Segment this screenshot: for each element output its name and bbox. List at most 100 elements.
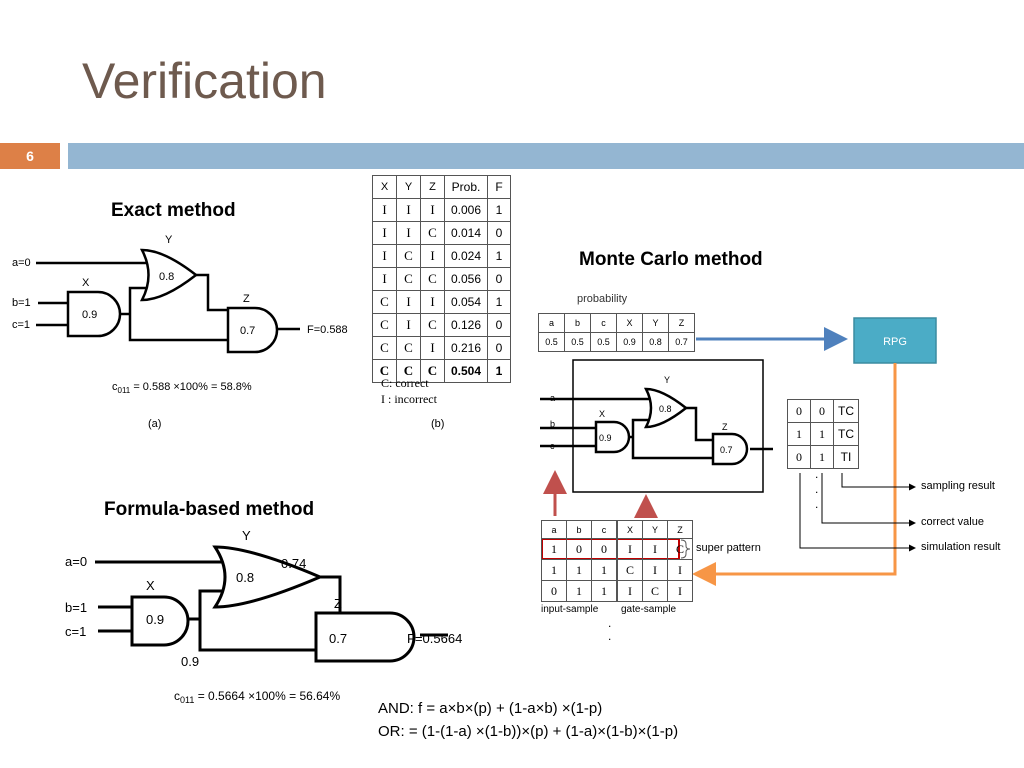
exact-wires — [36, 261, 300, 342]
exact-gate-x-name: X — [82, 277, 90, 289]
rpg-label: RPG — [883, 336, 907, 348]
mc-input-a: a — [550, 393, 555, 403]
mc-gate-x — [594, 420, 631, 454]
formula-y-output-value: 0.74 — [281, 556, 306, 571]
mc-gate-y — [643, 387, 689, 429]
exact-c011-label: c011 = 0.588 ×100% = 58.8% — [112, 381, 252, 395]
correct-value-line — [821, 473, 916, 527]
mc-gate-y-name: Y — [664, 375, 670, 385]
formula-input-a: a=0 — [65, 554, 87, 569]
formula-method-heading: Formula-based method — [104, 499, 315, 520]
mc-input-b: b — [550, 419, 555, 429]
rpg-box — [853, 317, 937, 364]
formula-gate-y-name: Y — [242, 528, 251, 543]
exact-input-c: c=1 — [12, 319, 30, 331]
header-bar — [68, 143, 1024, 169]
mc-gate-z — [711, 432, 749, 466]
ellipsis-dot: . — [608, 616, 611, 630]
input-sample-label: input-sample — [541, 604, 599, 615]
exact-input-a: a=0 — [12, 257, 31, 269]
mc-gate-x-prob: 0.9 — [599, 433, 612, 443]
exact-gate-z-name: Z — [243, 293, 250, 305]
orange-arrow — [692, 363, 897, 586]
legend-correct: C: correct — [381, 376, 429, 390]
sampling-result-line — [841, 473, 916, 491]
and-formula: AND: f = a×b×(p) + (1-a×b) ×(1-p) — [378, 700, 603, 717]
truth-table-header: X Y Z Prob. F — [372, 175, 511, 199]
exact-gate-z — [226, 306, 279, 354]
mc-wires — [540, 397, 773, 460]
super-pattern-label: super pattern — [696, 542, 761, 554]
legend-incorrect: I : incorrect — [381, 392, 437, 406]
formula-output: F=0.5664 — [407, 631, 462, 646]
exact-gate-y-name: Y — [165, 234, 173, 246]
formula-input-b: b=1 — [65, 600, 87, 615]
caption-b: (b) — [431, 418, 445, 430]
exact-gate-x-prob: 0.9 — [82, 309, 97, 321]
th-z: Z — [420, 175, 445, 199]
exact-gate-y — [139, 248, 199, 302]
formula-gate-y-prob: 0.8 — [236, 570, 254, 585]
formula-gate-y — [212, 545, 324, 609]
formula-gate-z-name: Z — [334, 596, 342, 611]
formula-input-c: c=1 — [65, 624, 86, 639]
th-y: Y — [396, 175, 421, 199]
mc-gate-x-name: X — [599, 409, 605, 419]
monte-carlo-heading: Monte Carlo method — [579, 249, 763, 270]
correct-value-label: correct value — [921, 516, 984, 528]
formula-x-output-value: 0.9 — [181, 654, 199, 669]
exact-input-b: b=1 — [12, 297, 31, 309]
simulation-result-line — [799, 473, 916, 552]
formula-circuit-diagram: a=0 b=1 c=1 X 0.9 Y 0.8 0.74 Z 0.7 0.9 F… — [65, 528, 462, 705]
formula-gate-z — [314, 611, 416, 663]
exact-output: F=0.588 — [307, 324, 348, 336]
exact-method-heading: Exact method — [111, 200, 236, 221]
formula-gate-x-name: X — [146, 578, 155, 593]
simulation-result-label: simulation result — [921, 541, 1001, 553]
exact-gate-y-prob: 0.8 — [159, 271, 174, 283]
sampling-result-label: sampling result — [921, 480, 995, 492]
formula-c011-label: c011 = 0.5664 ×100% = 56.64% — [174, 689, 340, 705]
exact-circuit-diagram: a=0 b=1 c=1 X 0.9 Y 0.8 Z 0.7 F=0.588 c0… — [12, 234, 348, 430]
ellipsis-dot: . — [815, 467, 818, 481]
mc-input-c: c — [550, 441, 555, 451]
th-f: F — [487, 175, 511, 199]
exact-gate-x — [66, 290, 122, 338]
mc-gate-y-prob: 0.8 — [659, 404, 672, 414]
or-formula: OR: = (1-(1-a) ×(1-b))×(p) + (1-a)×(1-b)… — [378, 723, 679, 740]
formula-wires — [95, 560, 448, 652]
formula-gate-z-prob: 0.7 — [329, 631, 347, 646]
mc-gate-z-prob: 0.7 — [720, 445, 733, 455]
ellipsis-dot: . — [815, 482, 818, 496]
th-prob: Prob. — [444, 175, 488, 199]
slide-title: Verification — [82, 53, 327, 109]
probability-label: probability — [577, 293, 628, 305]
ellipsis-dot: . — [815, 497, 818, 511]
gate-sample-label: gate-sample — [621, 604, 677, 615]
formula-gate-x-prob: 0.9 — [146, 612, 164, 627]
exact-gate-z-prob: 0.7 — [240, 325, 255, 337]
slide-number: 6 — [0, 143, 60, 169]
ellipsis-dot: . — [608, 629, 611, 643]
formula-gate-x — [130, 595, 190, 647]
mc-gate-z-name: Z — [722, 422, 728, 432]
